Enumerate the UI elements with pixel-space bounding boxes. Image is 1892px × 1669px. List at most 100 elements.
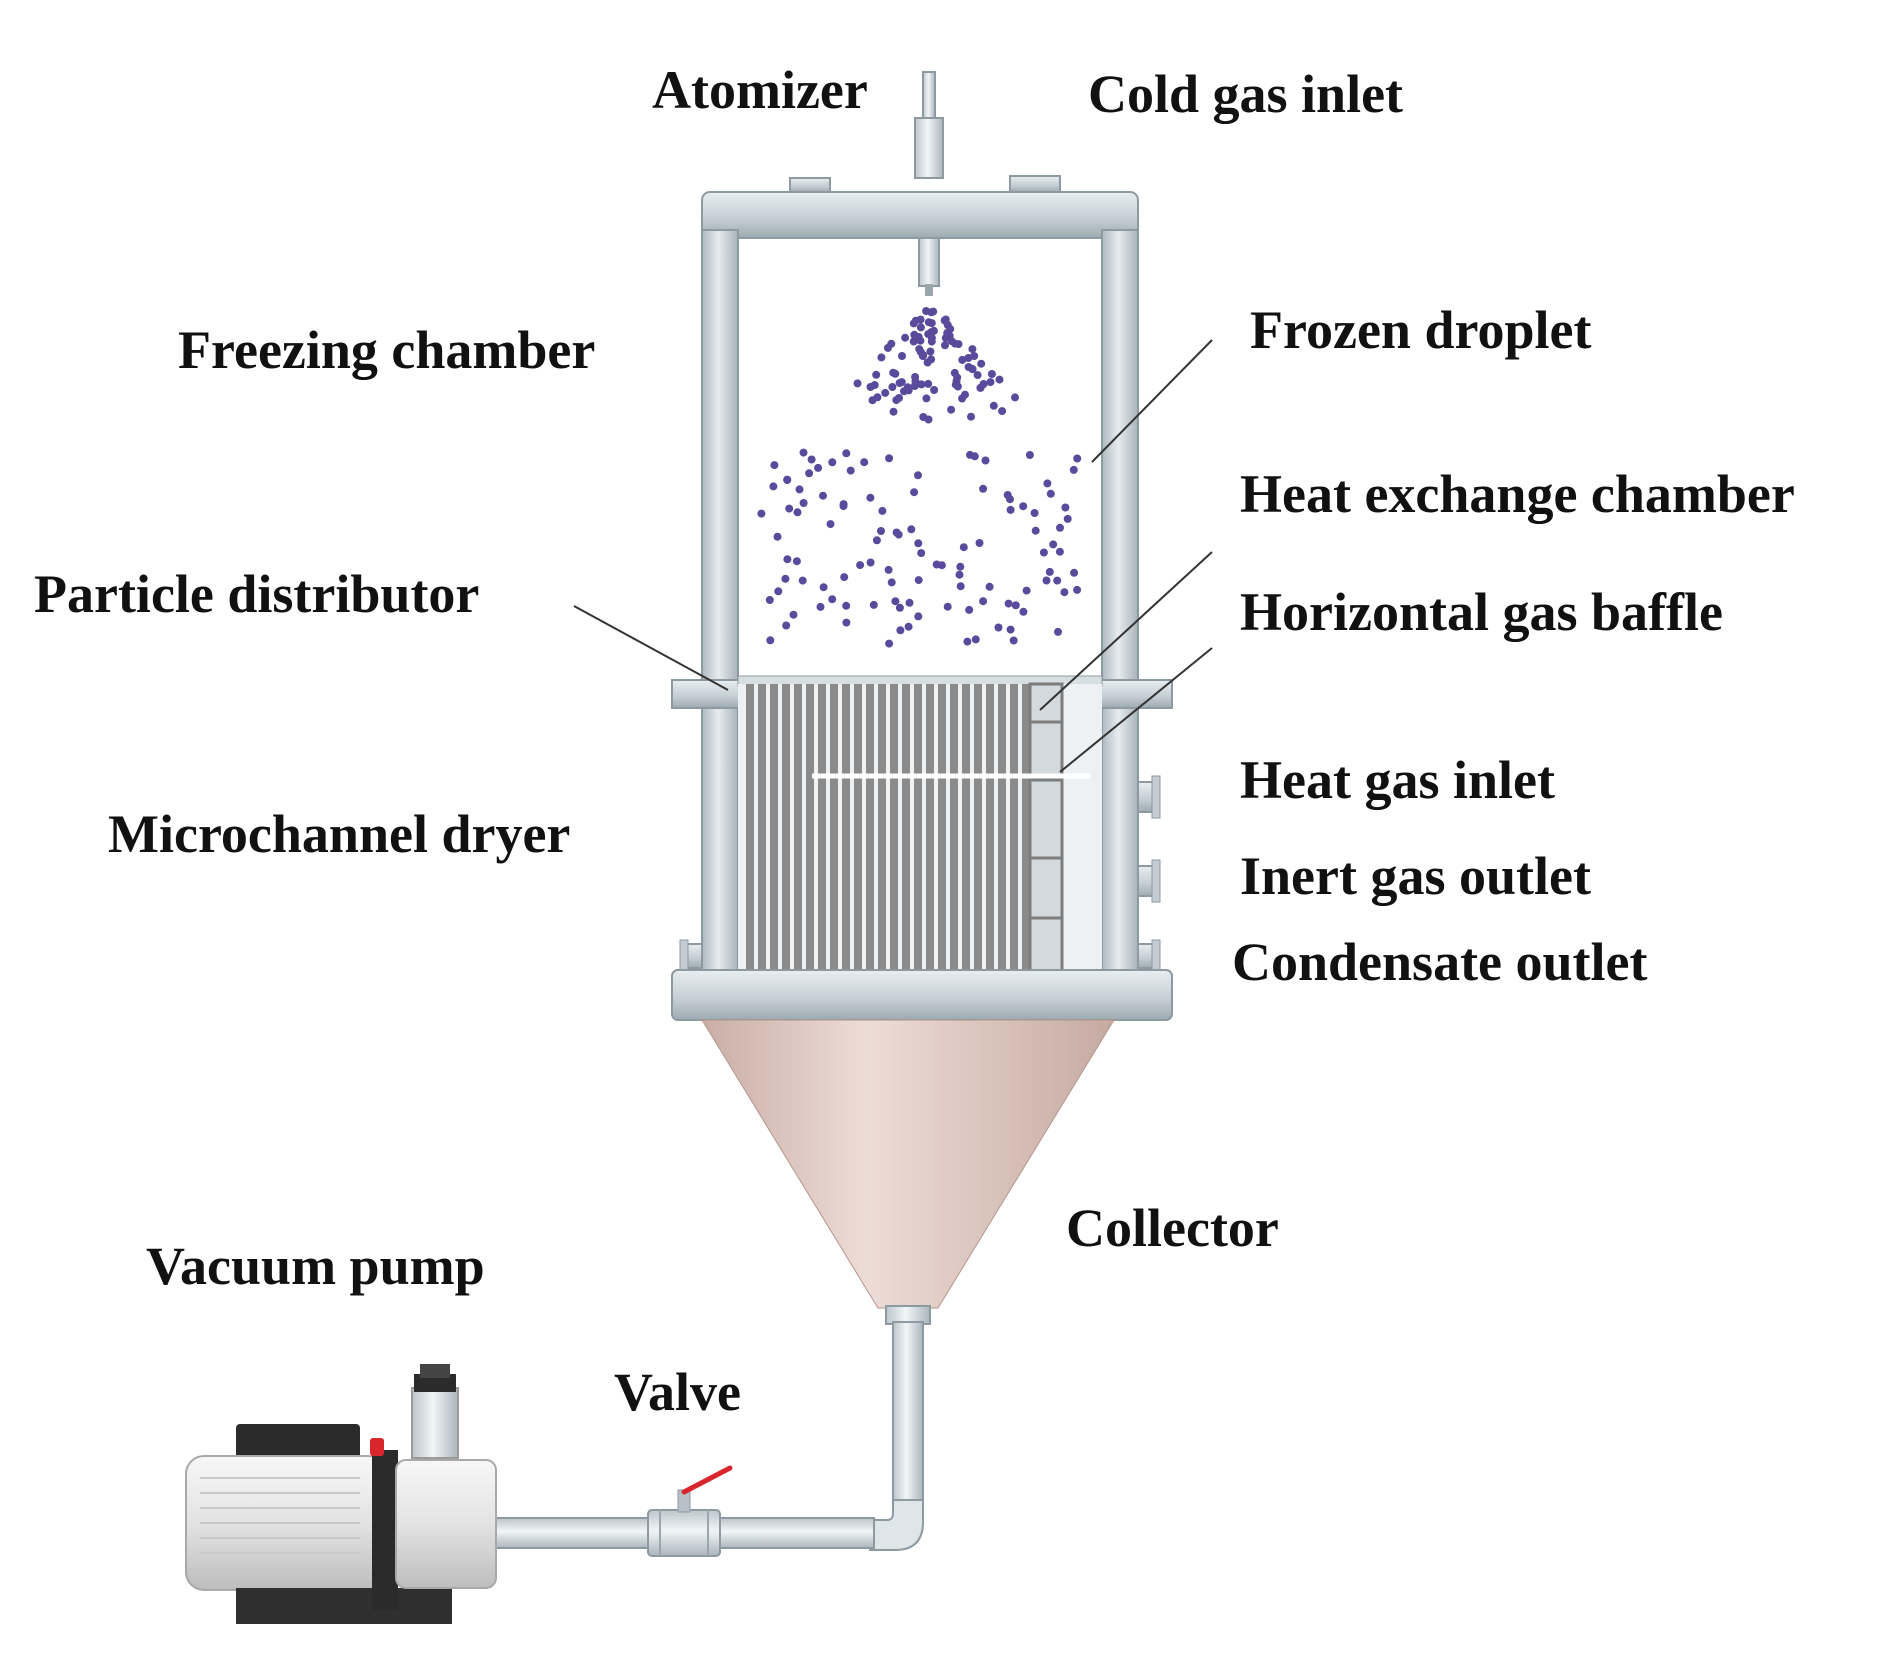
- frozen-droplet: [789, 610, 798, 619]
- frozen-droplet: [798, 576, 807, 585]
- frozen-droplet: [1049, 540, 1058, 549]
- microchannel-tube: [806, 684, 814, 974]
- frozen-droplet: [872, 536, 881, 545]
- frozen-droplet: [1073, 454, 1082, 463]
- frozen-droplet: [959, 543, 968, 552]
- label-particle-distributor: Particle distributor: [34, 564, 479, 624]
- frozen-droplet: [970, 452, 979, 461]
- frozen-droplet: [961, 390, 969, 399]
- frozen-droplet: [1025, 451, 1034, 459]
- frozen-droplet: [853, 379, 862, 388]
- frozen-droplet: [792, 557, 801, 566]
- frozen-droplet: [1053, 576, 1062, 585]
- frozen-droplet: [895, 379, 904, 387]
- microchannel-tube: [782, 684, 790, 974]
- frozen-droplet: [819, 583, 828, 592]
- frozen-droplet: [757, 509, 766, 518]
- frozen-droplet: [1006, 625, 1015, 634]
- frozen-droplet: [889, 407, 898, 416]
- microchannel-tube: [890, 684, 898, 974]
- frozen-droplet: [955, 570, 964, 579]
- frozen-droplet: [1045, 567, 1054, 576]
- microchannel-tube: [950, 684, 958, 974]
- frozen-droplet: [1069, 465, 1078, 474]
- frozen-droplet: [917, 549, 926, 558]
- frozen-droplet: [914, 612, 923, 621]
- frozen-droplet: [856, 561, 865, 570]
- collector: [701, 1019, 1115, 1325]
- leader-horizontal-gas-baffle: [1059, 647, 1213, 773]
- frozen-droplet: [807, 455, 816, 464]
- frozen-droplet: [877, 527, 885, 535]
- frozen-droplet: [1042, 576, 1051, 585]
- microchannel-tube: [926, 684, 934, 974]
- label-vacuum-pump: Vacuum pump: [146, 1236, 485, 1296]
- leader-particle-distributor: [573, 605, 729, 691]
- frozen-droplet: [968, 345, 977, 354]
- frozen-droplet: [924, 379, 933, 388]
- frozen-droplet: [782, 621, 791, 630]
- frozen-droplet: [773, 532, 782, 541]
- frozen-droplet: [924, 330, 933, 339]
- frozen-droplet: [828, 458, 837, 467]
- microchannel-tube: [914, 684, 922, 974]
- label-collector: Collector: [1066, 1198, 1279, 1258]
- frozen-droplet: [994, 623, 1003, 632]
- frozen-droplet: [958, 355, 967, 364]
- frozen-droplet: [967, 412, 975, 421]
- leader-frozen-droplet: [1091, 339, 1213, 463]
- frozen-droplet: [1063, 514, 1072, 523]
- frozen-droplet: [1031, 526, 1040, 535]
- frozen-droplet: [915, 345, 924, 354]
- frozen-droplet: [895, 603, 904, 612]
- frozen-droplet: [1011, 393, 1019, 402]
- frozen-droplet: [922, 307, 931, 315]
- frozen-droplet: [973, 371, 982, 380]
- frozen-droplet: [927, 337, 936, 346]
- frozen-droplet: [842, 449, 851, 458]
- frozen-droplet: [1070, 568, 1079, 577]
- frozen-droplet: [877, 353, 886, 362]
- frozen-droplet: [947, 405, 956, 414]
- frozen-droplet: [869, 600, 878, 609]
- microchannel-tube: [842, 684, 850, 974]
- frozen-droplet: [950, 368, 959, 377]
- frozen-droplet: [924, 415, 933, 424]
- frozen-droplet: [819, 491, 827, 500]
- frozen-droplet: [766, 636, 775, 645]
- frozen-droplet: [783, 475, 792, 484]
- frozen-droplet: [839, 500, 848, 509]
- frozen-droplet: [1043, 479, 1052, 488]
- frozen-droplet: [799, 448, 808, 457]
- frozen-droplet: [907, 525, 916, 534]
- frozen-droplet: [981, 456, 990, 465]
- frozen-droplet: [905, 598, 914, 607]
- frozen-droplet: [1009, 636, 1018, 645]
- frozen-droplet: [840, 573, 849, 582]
- frozen-droplet: [979, 484, 988, 493]
- frozen-droplet: [995, 375, 1004, 384]
- frozen-droplet: [965, 605, 974, 614]
- frozen-droplet: [917, 380, 926, 389]
- frozen-droplet: [941, 341, 949, 350]
- microchannel-tube: [830, 684, 838, 974]
- microchannel-tube: [1022, 684, 1030, 974]
- frozen-droplet: [914, 539, 923, 548]
- label-heat-gas-inlet: Heat gas inlet: [1240, 750, 1555, 810]
- frozen-droplet: [904, 622, 913, 631]
- frozen-droplet: [901, 333, 910, 342]
- frozen-droplet: [793, 508, 802, 517]
- microchannel-tube: [902, 684, 910, 974]
- frozen-droplet: [927, 319, 936, 328]
- frozen-droplet: [970, 352, 979, 360]
- frozen-droplet: [795, 485, 804, 494]
- frozen-droplet: [898, 352, 906, 360]
- frozen-droplet: [870, 381, 879, 389]
- frozen-droplet: [860, 458, 869, 467]
- frozen-droplet: [842, 618, 851, 627]
- heat-gas-inlet-port: [1137, 775, 1161, 819]
- frozen-droplet: [896, 626, 905, 635]
- frozen-droplet: [805, 469, 814, 478]
- frozen-droplet: [979, 597, 988, 606]
